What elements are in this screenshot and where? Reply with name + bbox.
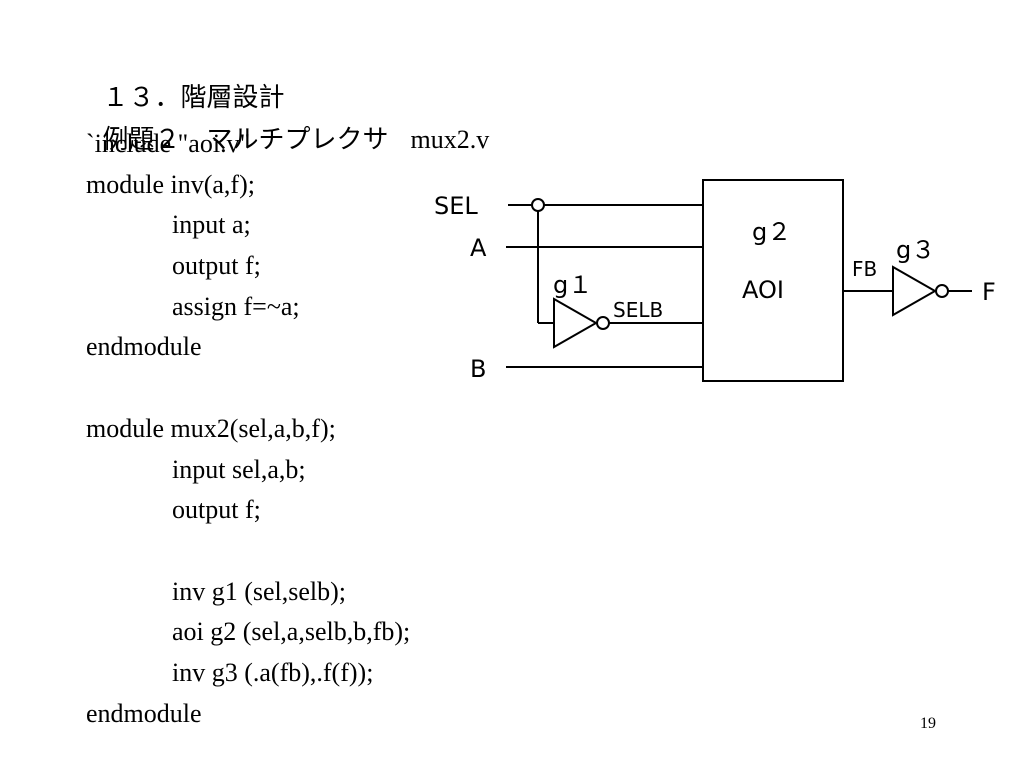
g2-label: g２ bbox=[752, 218, 791, 246]
file-name: mux2.v bbox=[410, 125, 490, 154]
g3-inverter-gate bbox=[892, 265, 938, 317]
code-line: inv g3 (.a(fb),.f(f)); bbox=[172, 657, 374, 687]
code-line: module inv(a,f); bbox=[86, 169, 255, 199]
g2-aoi-block bbox=[702, 179, 844, 382]
code-line: aoi g2 (sel,a,selb,b,fb); bbox=[172, 617, 411, 647]
g3-label: g３ bbox=[896, 236, 935, 264]
example-title-line: 例題２ マルチプレクサ mux2.v bbox=[86, 80, 490, 160]
g1-inverter-gate bbox=[553, 297, 599, 349]
code-line: assign f=~a; bbox=[172, 291, 300, 321]
code-line bbox=[86, 368, 410, 409]
slide-heading: １３．階層設計 bbox=[86, 38, 285, 118]
page-number: 19 bbox=[920, 715, 936, 732]
heading-text: １３．階層設計 bbox=[102, 83, 285, 113]
sel-junction bbox=[531, 198, 545, 212]
g1-label: g１ bbox=[553, 271, 592, 299]
code-line: output f; bbox=[172, 495, 261, 525]
mux-circuit-diagram: SEL A g１ SELB B g２ AOI FB g３ F bbox=[434, 179, 996, 383]
code-line: module mux2(sel,a,b,f); bbox=[86, 413, 336, 443]
code-line bbox=[86, 531, 410, 572]
code-line: input a; bbox=[172, 210, 251, 240]
a-label: A bbox=[470, 234, 487, 262]
sel-label: SEL bbox=[434, 192, 478, 220]
g3-inversion-bubble bbox=[935, 284, 949, 298]
code-line: endmodule bbox=[86, 332, 202, 362]
g1-inversion-bubble bbox=[596, 316, 610, 330]
code-line: `include "aoi.v" bbox=[86, 129, 251, 158]
code-line: endmodule bbox=[86, 698, 202, 728]
f-output-label: F bbox=[982, 278, 996, 306]
code-line: inv g1 (sel,selb); bbox=[172, 576, 347, 606]
g2-type-label: AOI bbox=[742, 276, 784, 304]
b-label: B bbox=[470, 355, 486, 383]
fb-label: FB bbox=[852, 257, 877, 281]
example-title: 例題２ マルチプレクサ bbox=[102, 125, 389, 155]
code-line: input sel,a,b; bbox=[172, 454, 306, 484]
code-listing: `include "aoi.v" module inv(a,f); input a;… bbox=[86, 124, 410, 734]
code-line: output f; bbox=[172, 251, 261, 281]
selb-label: SELB bbox=[613, 298, 663, 322]
